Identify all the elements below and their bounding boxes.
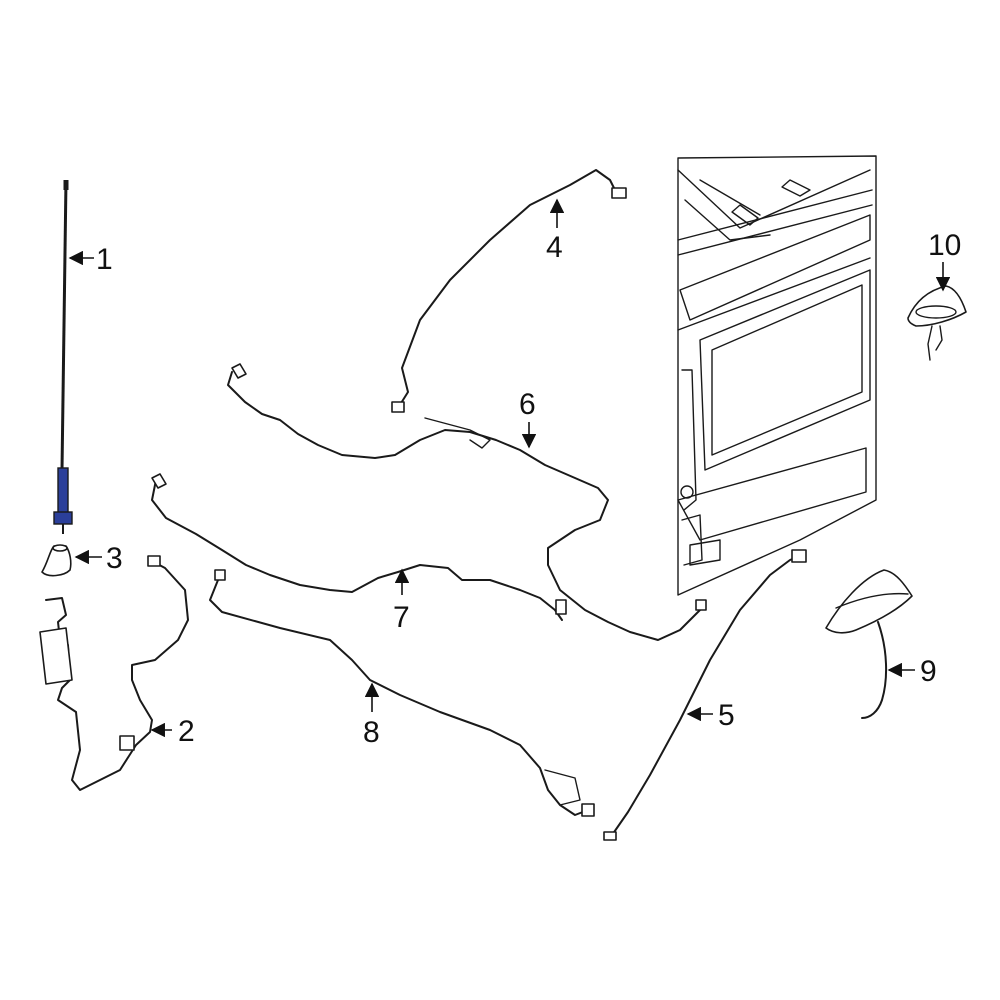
floor-cable-icon[interactable] — [209, 569, 595, 817]
shark-fin-antenna-icon[interactable] — [825, 569, 913, 719]
callout-9: 9 — [920, 655, 937, 688]
callout-2: 2 — [178, 715, 195, 748]
roof-cable-icon[interactable] — [391, 169, 627, 413]
upper-harness-icon[interactable] — [227, 363, 707, 641]
callout-1: 1 — [96, 243, 113, 276]
antenna-mast-icon[interactable] — [53, 179, 73, 534]
antenna-base-icon[interactable] — [41, 544, 72, 577]
callout-10: 10 — [928, 229, 961, 262]
callout-5: 5 — [718, 699, 735, 732]
callout-6: 6 — [519, 388, 536, 421]
gps-antenna-icon[interactable] — [907, 285, 967, 361]
door-cable-icon[interactable] — [603, 549, 807, 841]
lower-harness-icon[interactable] — [151, 473, 567, 621]
antenna-cable-icon[interactable] — [39, 555, 189, 791]
callout-3: 3 — [106, 542, 123, 575]
rear-door-panel — [677, 155, 877, 596]
callout-labels: 1 2 3 4 5 6 7 8 9 10 — [96, 229, 961, 749]
callout-4: 4 — [546, 231, 563, 264]
callout-7: 7 — [393, 601, 410, 634]
callout-arrows — [68, 198, 951, 738]
callout-8: 8 — [363, 716, 380, 749]
